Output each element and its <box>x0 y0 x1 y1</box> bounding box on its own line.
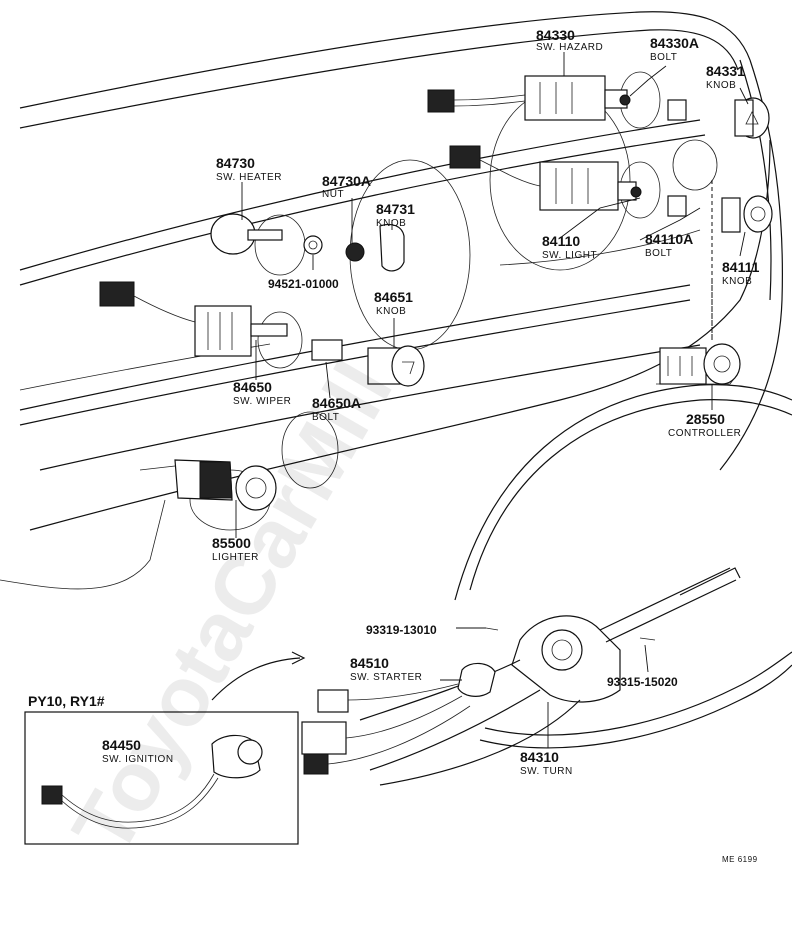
label-84330a-number: 84330A <box>650 35 699 51</box>
label-84310-desc: SW. TURN <box>520 766 573 777</box>
label-84651-number: 84651 <box>374 289 413 305</box>
steering-wheel <box>359 384 792 786</box>
label-28550-desc: CONTROLLER <box>668 428 741 439</box>
label-84330a-desc: BOLT <box>650 52 677 63</box>
inset-box <box>24 711 299 845</box>
label-93315-number: 93315-15020 <box>607 675 678 689</box>
label-84110-desc: SW. LIGHT <box>542 250 597 261</box>
label-84730a-number: 84730A <box>322 173 371 189</box>
inset-title: PY10, RY1# <box>28 693 105 709</box>
label-84510-number: 84510 <box>350 655 389 671</box>
label-84730a-desc: NUT <box>322 189 344 200</box>
label-84331-number: 84331 <box>706 63 745 79</box>
wiper-switch-illustration <box>99 281 425 387</box>
label-84730-number: 84730 <box>216 155 255 171</box>
drawing-code: ME 6199 <box>722 855 758 864</box>
label-84110a-number: 84110A <box>645 231 693 247</box>
part-labels: 84330 SW. HAZARD 84330A BOLT 84331 KNOB … <box>28 27 760 864</box>
label-84330-number: 84330 <box>536 27 575 43</box>
lighter-illustration <box>139 459 277 511</box>
controller-illustration <box>656 343 741 385</box>
watermark: ToyotaCarMill <box>54 346 410 869</box>
light-switch-illustration <box>449 145 773 233</box>
label-84650a-number: 84650A <box>312 395 361 411</box>
label-85500-desc: LIGHTER <box>212 552 259 563</box>
label-84650a-desc: BOLT <box>312 412 339 423</box>
label-93319-number: 93319-13010 <box>366 623 437 637</box>
label-84111-number: 84111 <box>722 259 760 275</box>
label-84650-number: 84650 <box>233 379 272 395</box>
hazard-switch-illustration <box>427 75 770 139</box>
label-84111-desc: KNOB <box>722 276 752 287</box>
label-84450-number: 84450 <box>102 737 141 753</box>
heater-switch-illustration <box>210 213 405 272</box>
label-84330-desc: SW. HAZARD <box>536 42 603 53</box>
label-84331-desc: KNOB <box>706 80 736 91</box>
label-84450-desc: SW. IGNITION <box>102 754 174 765</box>
label-85500-number: 85500 <box>212 535 251 551</box>
label-84731-number: 84731 <box>376 201 415 217</box>
label-84731-desc: KNOB <box>376 218 406 229</box>
label-84730-desc: SW. HEATER <box>216 172 282 183</box>
label-84510-desc: SW. STARTER <box>350 672 422 683</box>
label-84110-number: 84110 <box>542 233 580 249</box>
leader-lines <box>211 52 749 761</box>
label-84110a-desc: BOLT <box>645 248 672 259</box>
label-94521-number: 94521-01000 <box>268 277 339 291</box>
label-84650-desc: SW. WIPER <box>233 396 291 407</box>
label-28550-number: 28550 <box>686 411 725 427</box>
label-84310-number: 84310 <box>520 749 559 765</box>
label-84651-desc: KNOB <box>376 306 406 317</box>
turn-switch-illustration <box>485 567 741 703</box>
starter-switch-illustration <box>301 662 496 775</box>
